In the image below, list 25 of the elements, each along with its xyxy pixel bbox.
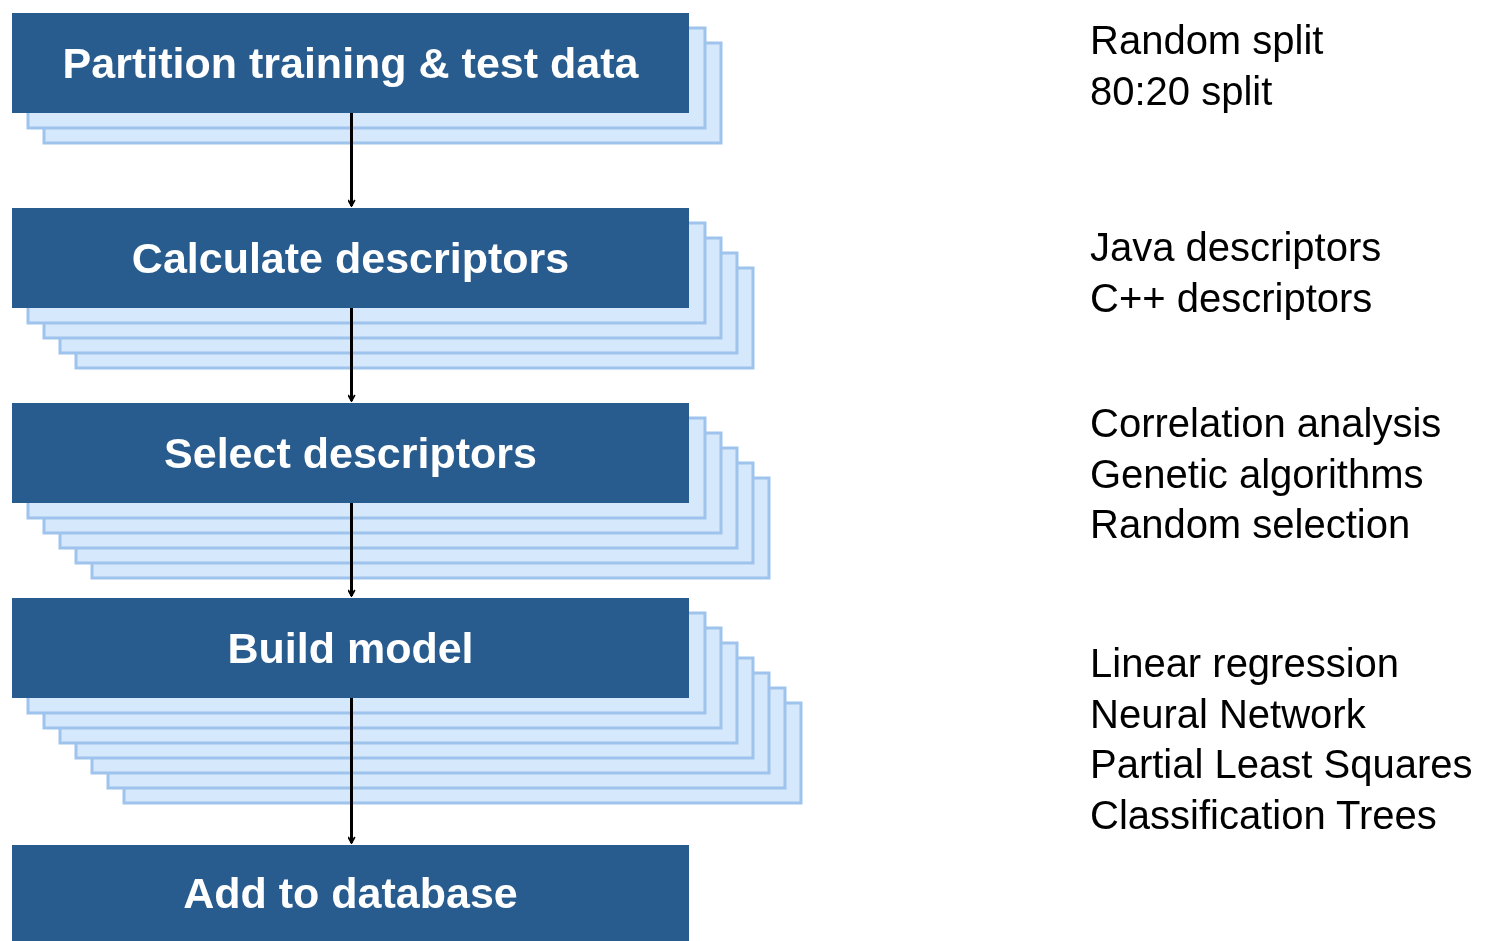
method-text: Genetic algorithms <box>1090 450 1425 498</box>
method-text: Neural Network <box>1090 690 1367 738</box>
step-label: Partition training & test data <box>61 38 640 89</box>
method-text: 80:20 split <box>1090 67 1274 115</box>
arrow <box>347 503 356 597</box>
method-text: C++ descriptors <box>1090 274 1374 322</box>
method-text: Random split <box>1090 17 1324 64</box>
method-text: Random selection <box>1090 501 1412 548</box>
step-label: Build model <box>226 623 475 674</box>
step-label: Add to database <box>182 868 519 919</box>
process-box <box>12 208 689 308</box>
method-text: Correlation analysis <box>1090 400 1442 447</box>
process-box <box>12 845 689 941</box>
step-label: Select descriptors <box>163 428 538 479</box>
arrow <box>347 113 356 207</box>
method-text: Classification Trees <box>1090 791 1438 839</box>
arrow <box>347 698 356 844</box>
process-box <box>12 13 689 113</box>
process-box <box>12 403 689 503</box>
method-text: Linear regression <box>1090 640 1401 687</box>
process-box <box>12 598 689 698</box>
method-text: Java descriptors <box>1090 224 1382 271</box>
method-text: Partial Least Squares <box>1090 741 1473 788</box>
arrow <box>347 308 356 402</box>
step-label: Calculate descriptors <box>130 233 571 284</box>
